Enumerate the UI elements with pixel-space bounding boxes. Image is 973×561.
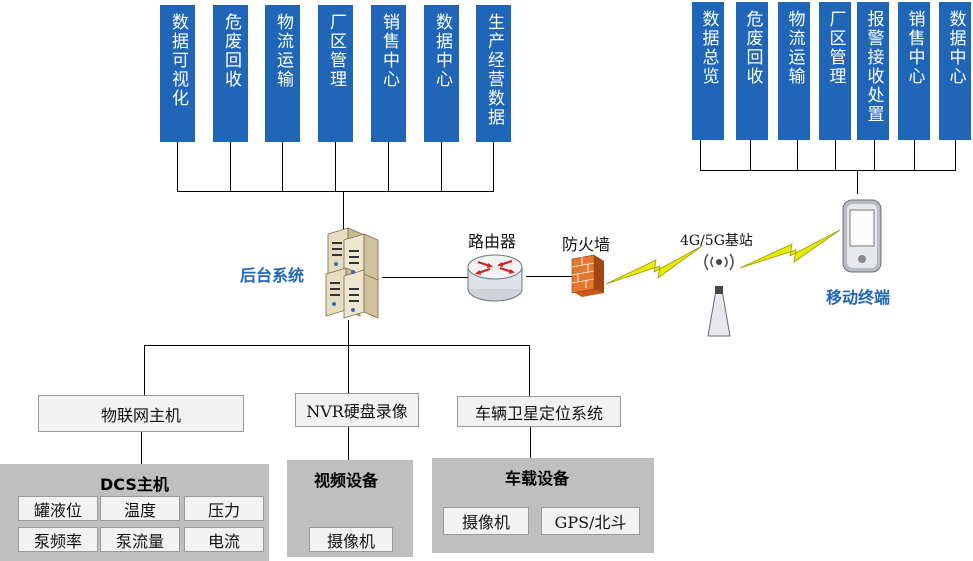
module-sales-center-mobile: 销售中心 [898,2,930,140]
module-data-overview: 数据总览 [692,2,724,140]
base-station-label: 4G/5G基站 [680,233,753,249]
module-logistics-mobile: 物流运输 [778,2,810,140]
dcs-item-current: 电流 [184,527,264,552]
module-plant-management: 厂区管理 [318,5,353,142]
module-hazwaste-recycling: 危废回收 [213,5,248,142]
router-icon [467,254,523,302]
module-plant-management-mobile: 厂区管理 [819,2,851,140]
dcs-item-pressure: 压力 [184,496,264,521]
module-alarm-handling: 报警接收处置 [857,2,889,140]
vehicle-group [432,458,654,553]
firewall-label: 防火墙 [562,235,611,254]
vehicle-item-gps: GPS/北斗 [541,507,640,535]
firewall-icon [571,254,604,297]
module-production-data: 生产经营数据 [476,5,511,142]
dcs-title: DCS主机 [100,475,169,494]
module-data-center: 数据中心 [424,5,459,142]
wireless-bolt-icon [605,245,703,285]
dcs-item-tank-level: 罐液位 [18,496,98,521]
module-data-visualization: 数据可视化 [160,5,195,142]
nvr-box: NVR硬盘录像 [295,393,419,427]
gps-system-box: 车辆卫星定位系统 [457,396,621,427]
video-title: 视频设备 [314,471,379,490]
module-sales-center: 销售中心 [371,5,406,142]
video-item-camera: 摄像机 [309,527,393,552]
base-station-icon [704,253,734,337]
mobile-terminal-icon [842,199,882,273]
module-data-center-mobile: 数据中心 [939,2,971,140]
mobile-terminal-label: 移动终端 [826,288,891,307]
dcs-item-pump-frequency: 泵频率 [18,527,98,552]
wireless-bolt-icon-2 [739,229,841,269]
vehicle-item-camera: 摄像机 [443,507,529,535]
module-hazwaste-recycling-mobile: 危废回收 [736,2,768,140]
backend-label: 后台系统 [240,266,305,285]
server-icon [325,227,379,319]
iot-host-box: 物联网主机 [38,395,244,432]
vehicle-title: 车载设备 [505,469,570,488]
module-logistics: 物流运输 [265,5,300,142]
router-label: 路由器 [468,232,517,251]
dcs-item-pump-flow: 泵流量 [100,527,180,552]
dcs-item-temperature: 温度 [100,496,180,521]
